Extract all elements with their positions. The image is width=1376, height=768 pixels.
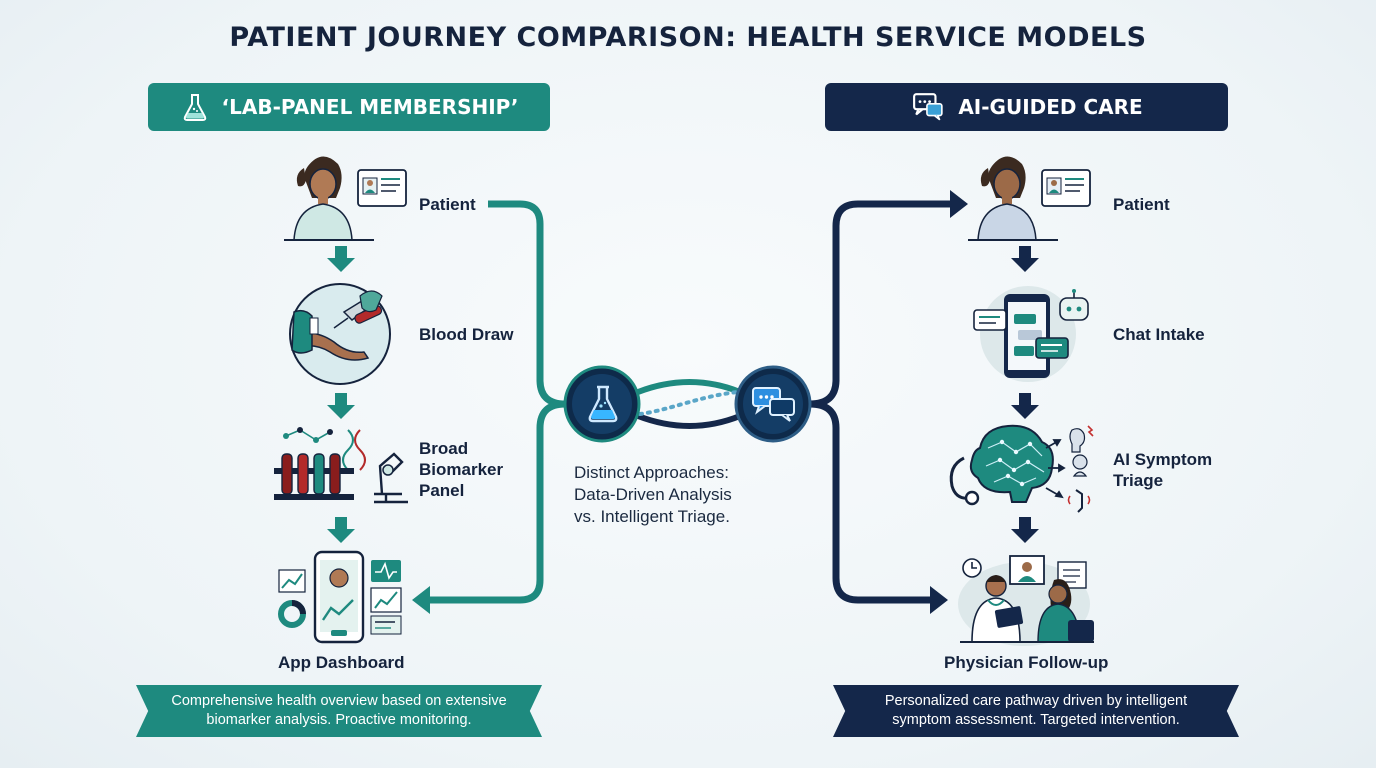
patient-avatar-icon — [968, 156, 1091, 241]
ai-care-header: AI-GUIDED CARE — [825, 83, 1228, 131]
flask-icon — [183, 94, 206, 121]
right-step-patient: Patient — [1113, 195, 1170, 214]
lab-test-tubes-icon — [274, 427, 408, 504]
lab-panel-summary-banner: Comprehensive health overview based on e… — [136, 685, 542, 737]
blood-draw-icon — [289, 283, 391, 385]
center-caption: Distinct Approaches: Data-Driven Analysi… — [574, 462, 804, 528]
center-caption-line: Data-Driven Analysis — [574, 485, 732, 504]
chat-bubbles-icon — [913, 93, 943, 121]
patient-avatar-icon — [284, 156, 407, 241]
chat-intake-phone-icon — [973, 286, 1089, 382]
ai-care-summary-banner: Personalized care pathway driven by inte… — [833, 685, 1239, 737]
center-caption-line: Distinct Approaches: — [574, 463, 729, 482]
right-step-chat-intake: Chat Intake — [1113, 325, 1205, 344]
lab-panel-summary-line: biomarker analysis. Proactive monitoring… — [206, 712, 472, 728]
app-dashboard-icon — [278, 550, 402, 644]
right-step-ai-symptom-triage: AI Symptom Triage — [1113, 450, 1213, 490]
flask-icon — [588, 385, 618, 423]
chat-bubbles-icon — [752, 387, 795, 422]
lab-panel-header: ‘LAB-PANEL MEMBERSHIP’ — [148, 83, 550, 131]
ai-care-summary-line: Personalized care pathway driven by inte… — [884, 693, 1188, 709]
lab-panel-header-label: ‘LAB-PANEL MEMBERSHIP’ — [221, 95, 519, 119]
page-title: PATIENT JOURNEY COMPARISON: HEALTH SERVI… — [229, 22, 1147, 53]
left-step-biomarker-panel: Broad Biomarker Panel — [419, 439, 504, 500]
ai-care-summary-line: symptom assessment. Targeted interventio… — [892, 712, 1180, 728]
left-step-blood-draw: Blood Draw — [419, 325, 514, 344]
lab-panel-summary-line: Comprehensive health overview based on e… — [171, 693, 507, 709]
ai-care-header-label: AI-GUIDED CARE — [958, 95, 1143, 119]
physician-consult-icon — [958, 555, 1094, 646]
left-step-patient: Patient — [419, 195, 476, 214]
left-step-app-dashboard: App Dashboard — [278, 653, 405, 672]
center-caption-line: vs. Intelligent Triage. — [574, 507, 730, 526]
ai-brain-triage-icon — [949, 424, 1094, 513]
right-step-physician-follow-up: Physician Follow-up — [944, 653, 1109, 672]
